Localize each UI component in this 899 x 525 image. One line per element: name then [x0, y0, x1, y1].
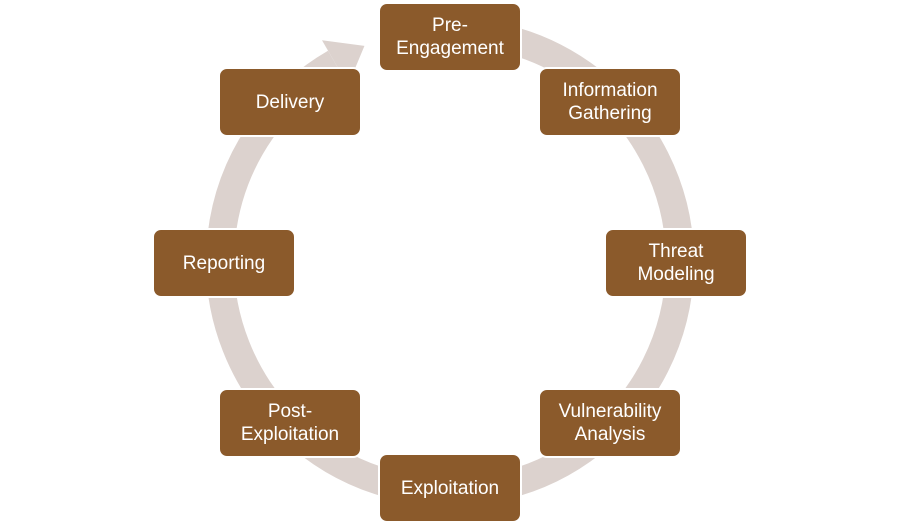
node-threat-modeling: Threat Modeling [604, 228, 748, 298]
node-post-exploitation: Post- Exploitation [218, 388, 362, 458]
cycle-arrowhead [322, 40, 365, 86]
node-information-gathering: Information Gathering [538, 67, 682, 137]
node-delivery: Delivery [218, 67, 362, 137]
node-vulnerability-analysis: Vulnerability Analysis [538, 388, 682, 458]
node-reporting: Reporting [152, 228, 296, 298]
node-exploitation: Exploitation [378, 453, 522, 523]
node-pre-engagement: Pre- Engagement [378, 2, 522, 72]
